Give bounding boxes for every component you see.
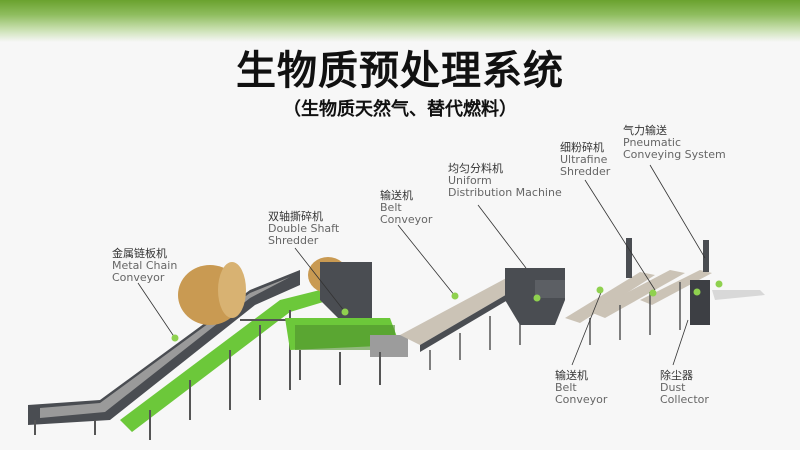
label-metal-chain-conveyor: 金属链板机 Metal Chain Conveyor — [112, 248, 177, 284]
label-en-line1: Belt — [555, 381, 577, 394]
label-uniform-distribution-machine: 均匀分料机 Uniform Distribution Machine — [448, 163, 562, 199]
double-shaft-shredder-graphic — [285, 257, 408, 385]
label-en-line1: Double Shaft — [268, 222, 340, 235]
label-en-line2: Conveying System — [623, 148, 726, 161]
label-zh: 输送机 — [380, 189, 413, 202]
label-zh: 双轴撕碎机 — [268, 210, 323, 223]
metal-chain-conveyor-graphic — [28, 262, 330, 440]
label-en-line1: Pneumatic — [623, 136, 682, 149]
label-zh: 气力输送 — [623, 124, 667, 137]
label-en-line1: Metal Chain — [112, 259, 178, 272]
label-en-line2: Collector — [660, 393, 709, 406]
label-zh: 细粉碎机 — [560, 141, 604, 154]
label-zh: 金属链板机 — [112, 247, 167, 260]
dust-collector-graphic — [626, 238, 765, 325]
leader-lines — [137, 164, 706, 366]
label-en-line2: Shredder — [268, 234, 319, 247]
page-subtitle: （生物质天然气、替代燃料） — [283, 99, 517, 120]
label-belt-conveyor-2: 输送机 Belt Conveyor — [555, 370, 607, 406]
label-double-shaft-shredder: 双轴撕碎机 Double Shaft Shredder — [268, 211, 339, 247]
label-en-line2: Conveyor — [555, 393, 608, 406]
label-en-line2: Distribution Machine — [448, 186, 562, 199]
label-en-line1: Belt — [380, 201, 402, 214]
header-gradient-band — [0, 0, 800, 42]
label-en-line1: Dust — [660, 381, 686, 394]
page-title: 生物质预处理系统 — [236, 48, 564, 94]
label-zh: 均匀分料机 — [448, 162, 503, 175]
label-zh: 输送机 — [555, 369, 588, 382]
label-zh: 除尘器 — [660, 369, 693, 382]
label-belt-conveyor-1: 输送机 Belt Conveyor — [380, 190, 432, 226]
label-dust-collector: 除尘器 Dust Collector — [660, 370, 709, 406]
label-en-line1: Uniform — [448, 174, 492, 187]
belt-conveyor-2-graphic — [565, 270, 712, 345]
label-en-line2: Conveyor — [112, 271, 165, 284]
label-en-line1: Ultrafine — [560, 153, 608, 166]
label-en-line2: Shredder — [560, 165, 611, 178]
label-pneumatic-conveying-system: 气力输送 Pneumatic Conveying System — [623, 125, 726, 161]
label-ultrafine-shredder: 细粉碎机 Ultrafine Shredder — [560, 142, 610, 178]
marker-dots — [171, 280, 723, 342]
label-en-line2: Conveyor — [380, 213, 433, 226]
